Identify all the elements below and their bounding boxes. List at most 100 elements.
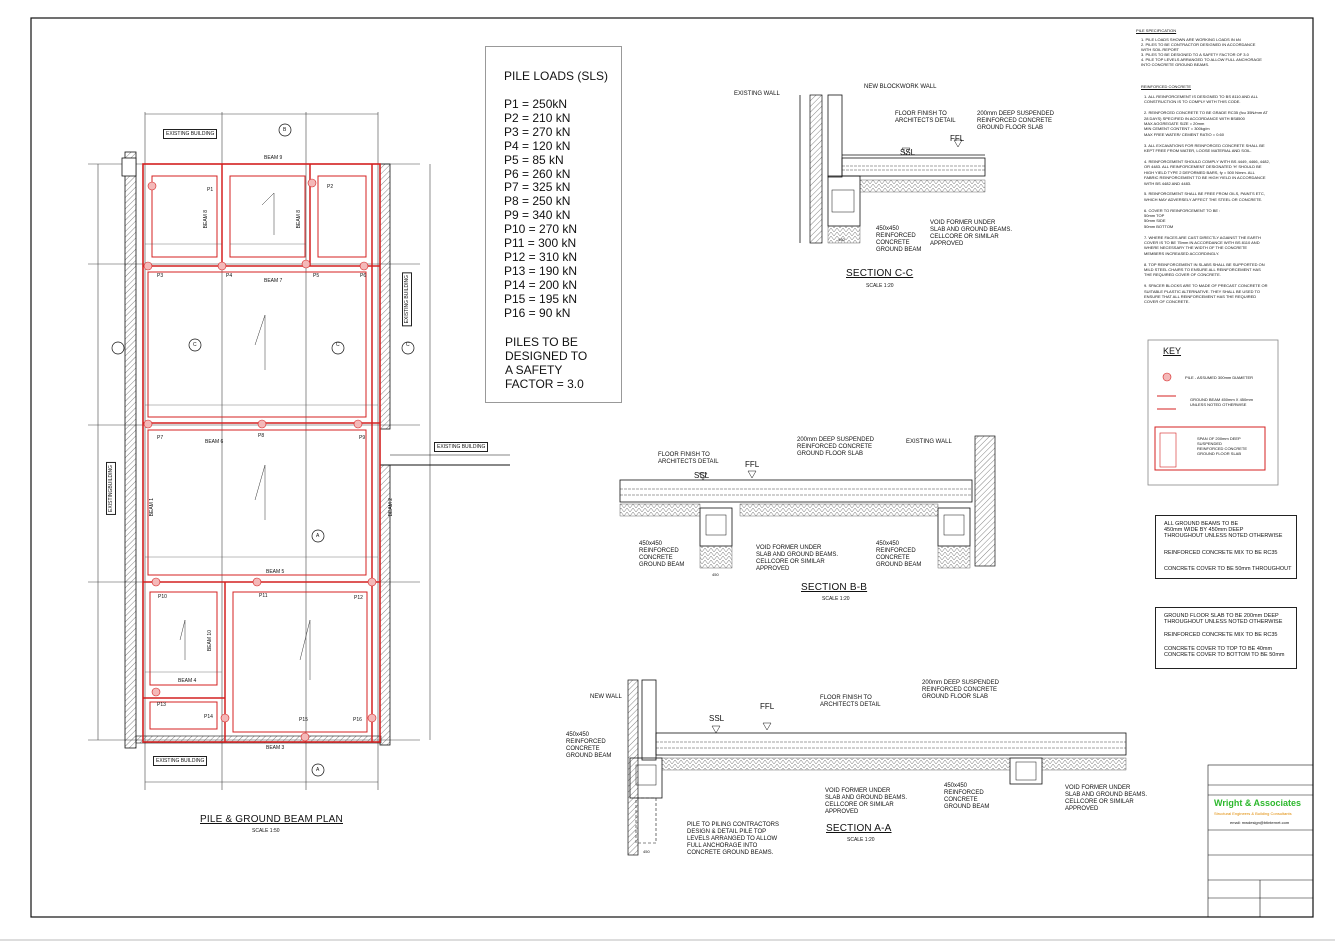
title-block-lines [1207,764,1314,918]
pile-load-row: P12 = 310 kN [504,249,578,264]
slab-note-2: REINFORCED CONCRETE MIX TO BE RC35 [1164,632,1278,638]
aa-beam-right-label: 450x450 REINFORCED CONCRETE GROUND BEAM [944,783,990,810]
pile-loads-heading: PILE LOADS (SLS) [504,69,609,83]
bb-existing-wall-label: EXISTING WALL [906,439,952,445]
cc-dim: 450 [838,237,845,242]
section-marker-a: A [316,767,320,773]
key-box [1147,339,1279,486]
section-bb-scale: SCALE 1:20 [822,596,850,602]
key-beam: GROUND BEAM 450mm X 450mm UNLESS NOTED O… [1190,397,1253,407]
beam-label: BEAM 6 [205,439,224,445]
bb-ssl-label: SSL [694,471,710,480]
pile-label: P8 [258,433,265,439]
pile-load-row: P11 = 300 kN [504,236,577,250]
cc-slab-label: 200mm DEEP SUSPENDED REINFORCED CONCRETE… [977,111,1054,131]
pile-marker [367,713,377,723]
pile-marker [353,419,363,429]
slab-note-3: CONCRETE COVER TO TOP TO BE 40mm CONCRET… [1164,646,1285,658]
pile-label: P11 [259,593,268,599]
pile-marker [147,181,157,191]
rc-notes: 1. ALL REINFORCEMENT IS DESIGNED TO BS 8… [1144,94,1270,305]
existing-building-label: EXISTINGBUILDING [106,462,116,515]
cc-beam-label: 450x450 REINFORCED CONCRETE GROUND BEAM [876,226,922,253]
rc-title: REINFORCED CONCRETE [1141,84,1192,89]
pile-loads-note: PILES TO BE DESIGNED TO A SAFETY FACTOR … [505,335,588,391]
pile-label: P1 [207,187,214,193]
aa-slab-label: 200mm DEEP SUSPENDED REINFORCED CONCRETE… [922,680,999,700]
bb-beam-left-label: 450x450 REINFORCED CONCRETE GROUND BEAM [639,541,685,568]
section-marker-a: A [316,533,320,539]
pile-label: P10 [158,594,167,600]
pile-spec-notes: 1. PILE LOADS SHOWN ARE WORKING LOADS IN… [1141,37,1262,67]
pile-marker [151,577,161,587]
cc-void-label: VOID FORMER UNDER SLAB AND GROUND BEAMS.… [930,220,1013,247]
cc-existing-wall-label: EXISTING WALL [734,91,780,97]
section-cc-title: SECTION C-C [846,268,914,279]
pile-label: P3 [157,273,164,279]
aa-dim: 450 [643,849,650,854]
pile-load-row: P10 = 270 kN [504,222,578,237]
pile-marker [307,178,317,188]
bb-beam-right-label: 450x450 REINFORCED CONCRETE GROUND BEAM [876,541,922,568]
cc-ssl-label: SSL [900,148,916,157]
pile-label: P5 [313,273,320,279]
existing-building-label: EXISTING BUILDING [402,272,412,327]
pile-load-row: P8 = 250 kN [504,194,571,209]
aa-beam-left-label: 450x450 REINFORCED CONCRETE GROUND BEAM [566,732,612,759]
beam-label: BEAM 7 [264,278,283,284]
aa-ffl-label: FFL [760,702,775,711]
key-span: SPAN OF 200mm DEEP SUSPENDED REINFORCED … [1197,436,1248,456]
pile-load-row: P3 = 270 kN [504,124,571,139]
beam-label: BEAM 1 [149,498,155,517]
pile-label: P15 [299,717,308,723]
pile-marker [151,687,161,697]
pile-marker [359,261,369,271]
pile-load-row: P9 = 340 kN [504,208,571,223]
bb-floor-finish-label: FLOOR FINISH TO ARCHITECTS DETAIL [658,452,719,465]
aa-pile-note: PILE TO PILING CONTRACTORS DESIGN & DETA… [687,822,780,856]
pile-label: P13 [157,702,166,708]
aa-void-mid-label: VOID FORMER UNDER SLAB AND GROUND BEAMS.… [825,788,908,815]
beam-note-2: REINFORCED CONCRETE MIX TO BE RC35 [1164,550,1278,556]
pile-label: P12 [354,595,363,601]
pile-load-row: P14 = 200 kN [504,277,578,292]
pile-label: P7 [157,435,164,441]
company-email: email: mwdesign@btinternet.com [1230,820,1290,825]
beam-note-3: CONCRETE COVER TO BE 50mm THROUGHOUT [1164,566,1292,572]
pile-marker [257,419,267,429]
company-tagline: Structural Engineers & Building Consulta… [1214,811,1292,816]
cc-ffl-label: FFL [950,134,965,143]
section-aa-drawing [627,679,1127,856]
existing-building-label: EXISTING BUILDING [153,756,208,766]
beam-label: BEAM 2 [388,498,394,517]
beam-label: BEAM 3 [266,745,285,751]
slab-notes-box: GROUND FLOOR SLAB TO BE 200mm DEEP THROU… [1155,607,1297,669]
pile-marker [252,577,262,587]
company-name: Wright & Associates [1214,798,1302,808]
aa-ssl-label: SSL [709,714,725,723]
section-marker-c: C [336,342,340,348]
section-marker-c: C [193,342,197,348]
pile-load-row: P5 = 85 kN [504,152,564,167]
pile-label: P14 [204,714,213,720]
pile-label: P2 [327,184,334,190]
pile-marker [301,259,311,269]
pile-marker [220,713,230,723]
pile-label: P16 [353,717,362,723]
beam-label: BEAM 4 [178,678,197,684]
section-marker-c: C [406,342,410,348]
pile-load-row: P13 = 190 kN [504,263,578,278]
beam-label: BEAM 8 [203,210,209,229]
aa-void-right-label: VOID FORMER UNDER SLAB AND GROUND BEAMS.… [1065,785,1148,812]
section-marker-b: B [283,127,287,133]
section-aa-title: SECTION A-A [826,823,892,834]
pile-marker [367,577,377,587]
existing-building-label: EXISTING BUILDING [434,442,489,452]
cc-new-wall-label: NEW BLOCKWORK WALL [864,84,937,90]
key-pile: PILE - ASSUMED 300mm DIAMETER [1185,375,1254,380]
beam-notes-box: ALL GROUND BEAMS TO BE 450mm WIDE BY 450… [1155,515,1297,579]
bb-dim: 450 [712,572,719,577]
pile-spec-title: PILE SPECIFICATION [1136,28,1177,33]
